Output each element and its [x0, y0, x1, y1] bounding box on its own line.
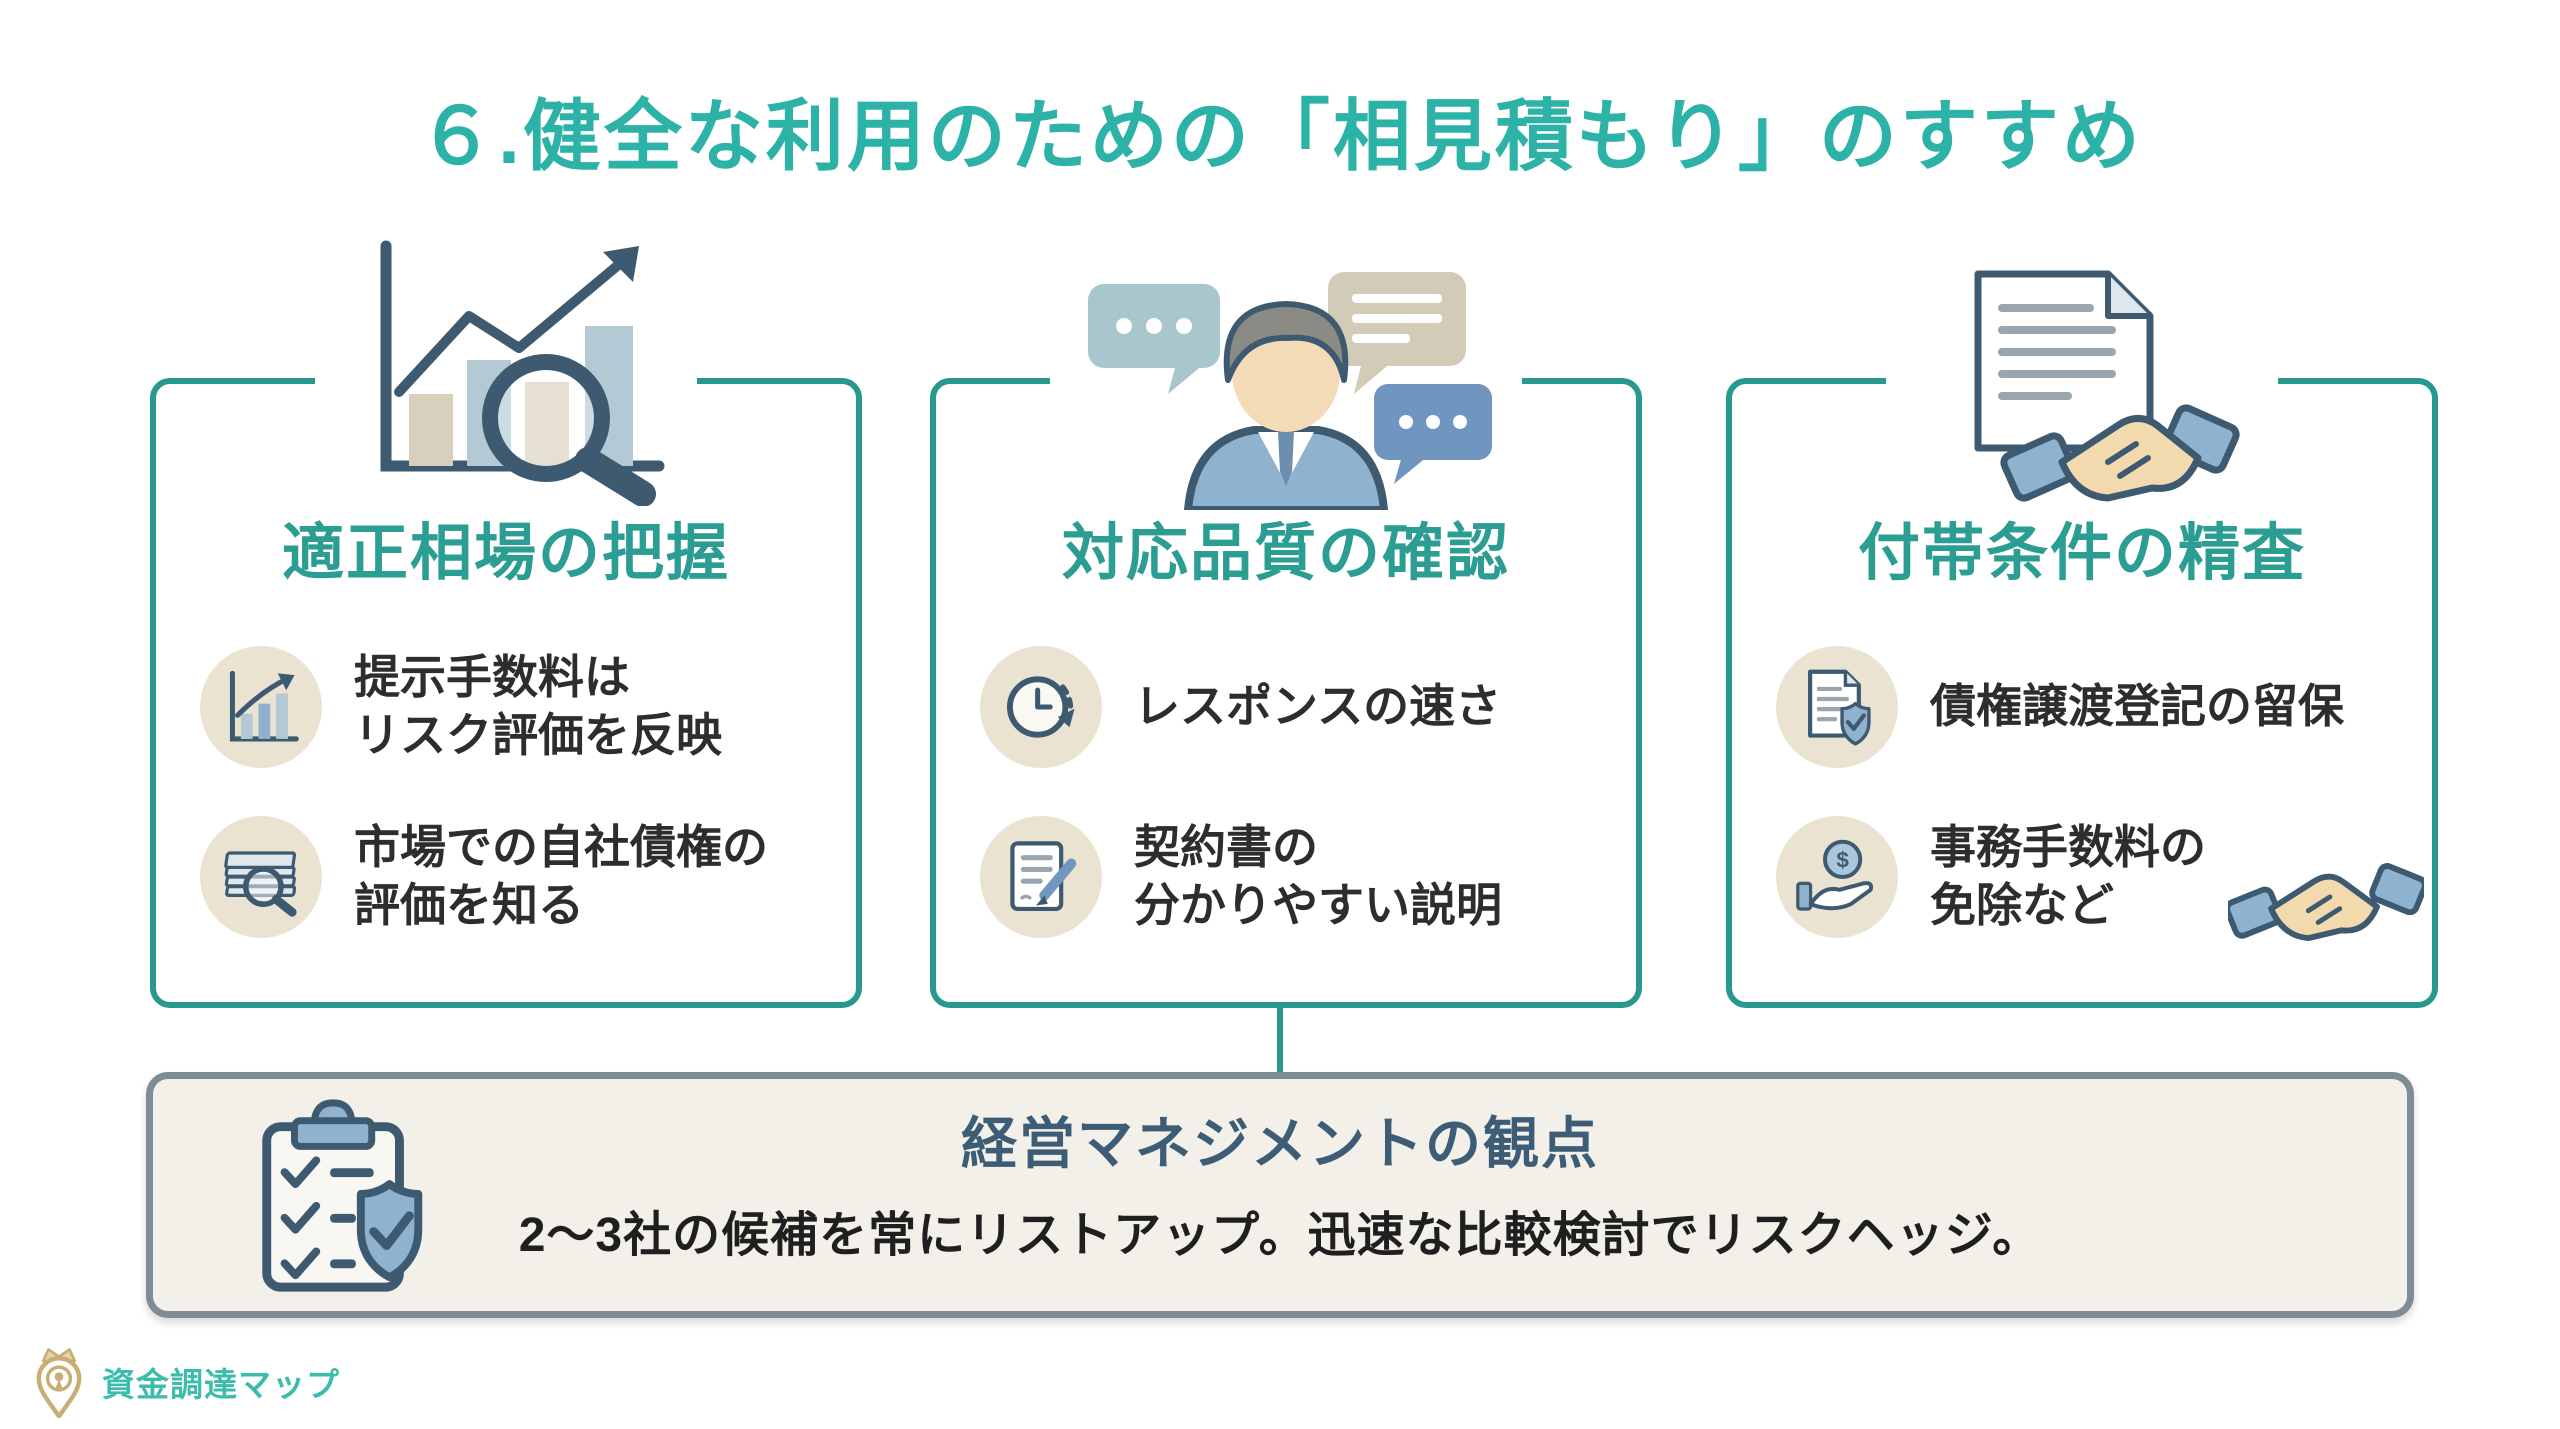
bottom-box-title: 経営マネジメントの観点	[961, 1112, 1599, 1175]
item-line: 分かりやすい説明	[1134, 879, 1502, 931]
management-note-box: 経営マネジメントの観点 2〜3社の候補を常にリストアップ。迅速な比較検討でリスク…	[146, 1072, 2414, 1318]
card-conditions-scrutiny: 付帯条件の精査 債権譲渡登記の留保 $	[1726, 266, 2438, 1008]
money-search-icon	[200, 816, 322, 938]
list-item: 契約書の 分かりやすい説明	[980, 814, 1502, 940]
item-line: リスク評価を反映	[354, 709, 722, 761]
contract-pen-icon	[980, 816, 1102, 938]
list-item: 提示手数料は リスク評価を反映	[200, 644, 722, 770]
card-response-quality: 対応品質の確認 レスポンスの速さ	[930, 272, 1642, 1008]
svg-text:$: $	[1836, 847, 1849, 872]
clipboard-shield-icon	[239, 1091, 447, 1299]
consultant-chat-icon	[1050, 272, 1522, 514]
item-text: レスポンスの速さ	[1134, 678, 1501, 736]
person	[1184, 301, 1388, 514]
item-line: 提示手数料は	[354, 651, 630, 704]
item-line: 契約書の	[1134, 821, 1318, 874]
hand-coin-icon: $	[1776, 816, 1898, 938]
chart-magnifier-icon	[315, 234, 697, 507]
item-line: 免除など	[1930, 879, 2114, 931]
item-text: 市場での自社債権の 評価を知る	[354, 819, 768, 935]
growth-chart-icon	[200, 646, 322, 768]
list-item: レスポンスの速さ	[980, 644, 1501, 770]
item-line: 市場での自社債権の	[354, 821, 768, 874]
doc-shield-icon	[1776, 646, 1898, 768]
connector-line	[1277, 1008, 1283, 1078]
list-item: $ 事務手数料の 免除など	[1776, 814, 2206, 940]
page-title: ６.健全な利用のための「相見積もり」のすすめ	[417, 92, 2143, 180]
card-title: 付帯条件の精査	[1857, 519, 2306, 588]
crown-map-pin-icon	[28, 1346, 90, 1419]
item-text: 事務手数料の 免除など	[1930, 819, 2206, 935]
item-line: 債権譲渡登記の留保	[1930, 680, 2344, 733]
list-item: 市場での自社債権の 評価を知る	[200, 814, 768, 940]
bubble-left	[1088, 284, 1220, 394]
site-logo: 資金調達マップ	[28, 1346, 340, 1419]
item-line: 評価を知る	[354, 879, 584, 931]
bottom-box-body: 2〜3社の候補を常にリストアップ。迅速な比較検討でリスクヘッジ。	[518, 1209, 2042, 1262]
item-text: 提示手数料は リスク評価を反映	[354, 649, 722, 765]
bubble-right	[1374, 384, 1492, 484]
item-text: 債権譲渡登記の留保	[1930, 678, 2344, 736]
item-text: 契約書の 分かりやすい説明	[1134, 819, 1502, 935]
list-item: 債権譲渡登記の留保	[1776, 644, 2344, 770]
logo-text: 資金調達マップ	[102, 1366, 340, 1403]
item-line: レスポンスの速さ	[1134, 680, 1502, 733]
clock-icon	[980, 646, 1102, 768]
handshake-icon	[2224, 834, 2428, 956]
card-title: 適正相場の把握	[281, 519, 730, 588]
bubble-top-right	[1328, 272, 1466, 394]
card-title: 対応品質の確認	[1061, 519, 1510, 588]
document-handshake-icon	[1886, 266, 2278, 518]
card-fair-market-grasp: 適正相場の把握 提示手数料は リスク評価を反映	[150, 234, 862, 1008]
handshake	[2000, 404, 2240, 502]
item-line: 事務手数料の	[1930, 821, 2206, 874]
